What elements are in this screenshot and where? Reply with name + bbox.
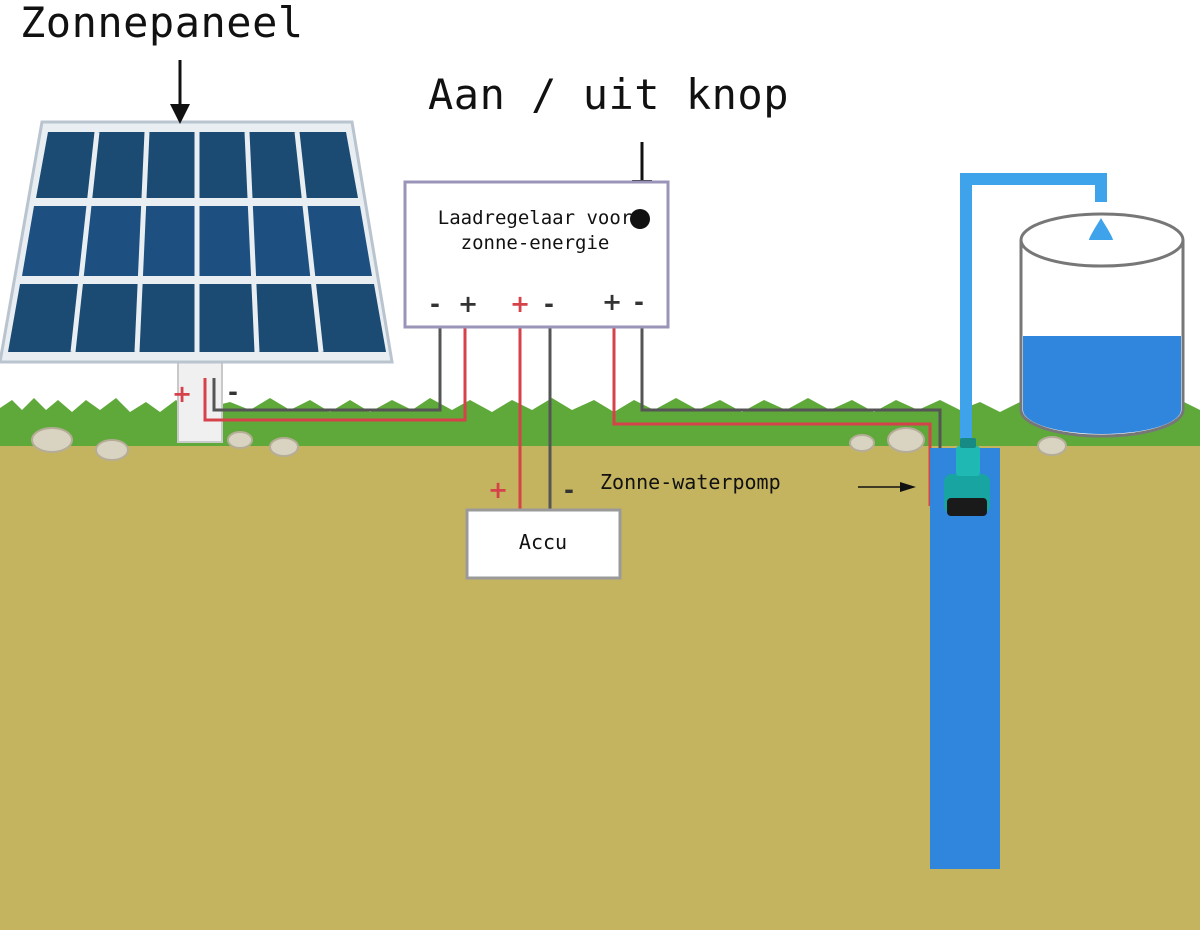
panel-negative-terminal: -	[228, 378, 238, 406]
solar-panel-label: Zonnepaneel	[20, 0, 304, 47]
panel-cell-dividers	[70, 131, 324, 353]
on-off-switch	[630, 209, 650, 229]
battery-negative-terminal: -	[564, 476, 574, 504]
controller-load-positive-terminal: +	[602, 288, 623, 316]
charge-controller-box	[403, 180, 670, 329]
on-off-switch-label: Aan / uit knop	[428, 70, 790, 119]
battery-positive-terminal: +	[488, 476, 509, 504]
water-pump-label: Zonne-waterpomp	[600, 470, 781, 494]
panel-positive-terminal: +	[172, 380, 193, 408]
stones	[31, 427, 1067, 461]
well-water	[930, 448, 1000, 869]
wire-panel-negative	[212, 318, 442, 412]
controller-panel-positive-terminal: +	[458, 290, 479, 318]
battery-box	[465, 508, 622, 580]
controller-battery-positive-terminal: +	[510, 290, 531, 318]
controller-load-negative-terminal: -	[634, 288, 644, 316]
controller-panel-negative-terminal: -	[430, 290, 440, 318]
battery-label: Accu	[518, 530, 568, 554]
wire-panel-positive	[203, 318, 467, 422]
water-tank	[1019, 212, 1185, 438]
charge-controller-label: Laadregelaar voor zonne-energie	[437, 207, 633, 254]
water-pipe	[960, 173, 1107, 452]
controller-battery-negative-terminal: -	[544, 290, 554, 318]
solar-panel	[0, 120, 394, 443]
water-pump	[944, 438, 990, 516]
